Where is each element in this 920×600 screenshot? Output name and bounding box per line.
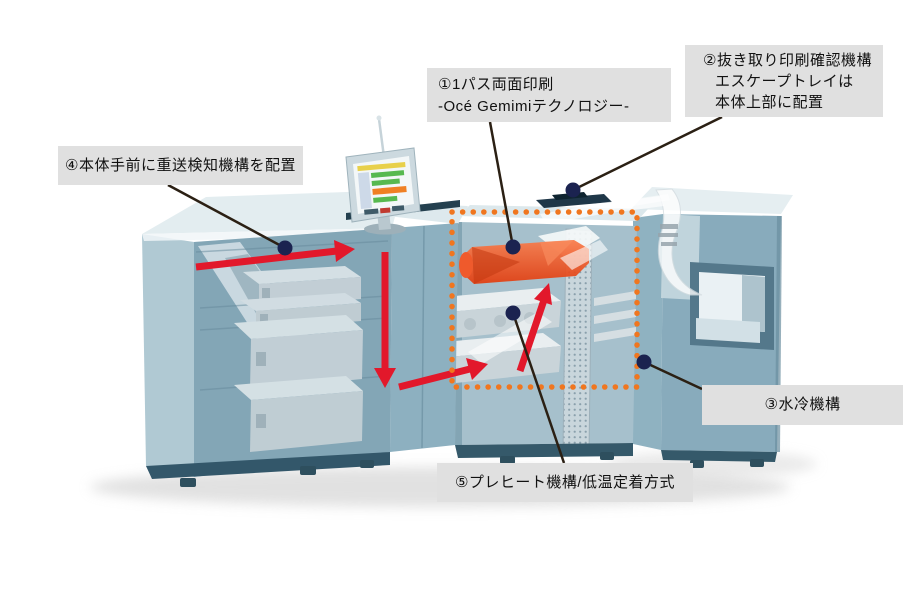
callout-box-duplex-printing: ①1パス両面印刷 -Océ Gemimiテクノロジー- bbox=[427, 68, 671, 122]
callout-text: ④本体手前に重送検知機構を配置 bbox=[65, 157, 296, 174]
callout-text: ②抜き取り印刷確認機構 bbox=[703, 52, 872, 69]
callout-box-preheat-fusing: ⑤プレヒート機構/低温定着方式 bbox=[437, 463, 693, 502]
callout-text: ③水冷機構 bbox=[764, 396, 841, 413]
paper-path-arrows bbox=[195, 240, 552, 391]
callout-text: ①1パス両面印刷 bbox=[438, 76, 554, 93]
antenna bbox=[377, 118, 386, 158]
callout-text: 本体上部に配置 bbox=[715, 94, 824, 111]
water-cooling-section bbox=[633, 214, 663, 450]
output-module bbox=[631, 187, 793, 468]
callout-lines bbox=[167, 115, 723, 464]
callout-text: エスケープトレイは bbox=[715, 73, 854, 90]
paper-trays bbox=[234, 266, 363, 452]
callout-text: ⑤プレヒート機構/低温定着方式 bbox=[454, 474, 676, 491]
paper-sheet bbox=[468, 312, 552, 364]
callout-box-water-cooling: ③水冷機構 bbox=[702, 385, 903, 425]
callout-box-double-feed-detection: ④本体手前に重送検知機構を配置 bbox=[58, 146, 303, 185]
callout-text: -Océ Gemimiテクノロジー- bbox=[438, 98, 630, 115]
monitor-screen-content bbox=[357, 161, 407, 215]
callout-dots bbox=[277, 182, 652, 370]
callout-box-escape-tray: ②抜き取り印刷確認機構 エスケープトレイは 本体上部に配置 bbox=[685, 45, 883, 117]
feeder-module bbox=[142, 190, 402, 487]
print-drum bbox=[459, 226, 608, 284]
operator-console bbox=[345, 115, 460, 235]
